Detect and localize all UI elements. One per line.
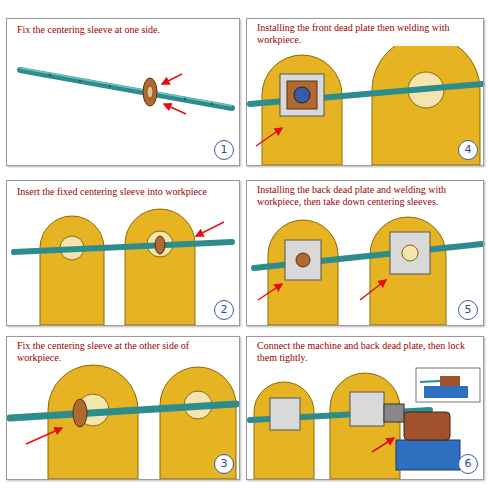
- step-caption: Installing the front dead plate then wel…: [255, 22, 479, 46]
- step-number: 2: [214, 300, 234, 320]
- step-panel: Insert the fixed centering sleeve into w…: [6, 180, 240, 326]
- step-1-art: [20, 68, 232, 114]
- step-5-art: [254, 217, 482, 325]
- step-number: 3: [214, 454, 234, 474]
- step-caption: Connect the machine and back dead plate,…: [255, 340, 479, 364]
- step-number: 4: [458, 140, 478, 160]
- step-6-art: [250, 368, 480, 479]
- step-4-art: [250, 36, 482, 165]
- step-3-art: [10, 365, 236, 479]
- step-panel: Fix the centering sleeve at one side. 1: [6, 18, 240, 166]
- step-caption: Fix the centering sleeve at one side.: [15, 24, 162, 36]
- step-panel: Fix the centering sleeve at the other si…: [6, 336, 240, 480]
- step-number: 1: [214, 140, 234, 160]
- step-caption: Installing the back dead plate and weldi…: [255, 184, 479, 208]
- step-caption: Fix the centering sleeve at the other si…: [15, 340, 235, 364]
- step-panel: Installing the front dead plate then wel…: [246, 18, 484, 166]
- step-number: 6: [458, 454, 478, 474]
- step-2-art: [14, 209, 232, 325]
- step-number: 5: [458, 300, 478, 320]
- step-panel: Connect the machine and back dead plate,…: [246, 336, 484, 480]
- step-caption: Insert the fixed centering sleeve into w…: [15, 186, 209, 198]
- step-panel: Installing the back dead plate and weldi…: [246, 180, 484, 326]
